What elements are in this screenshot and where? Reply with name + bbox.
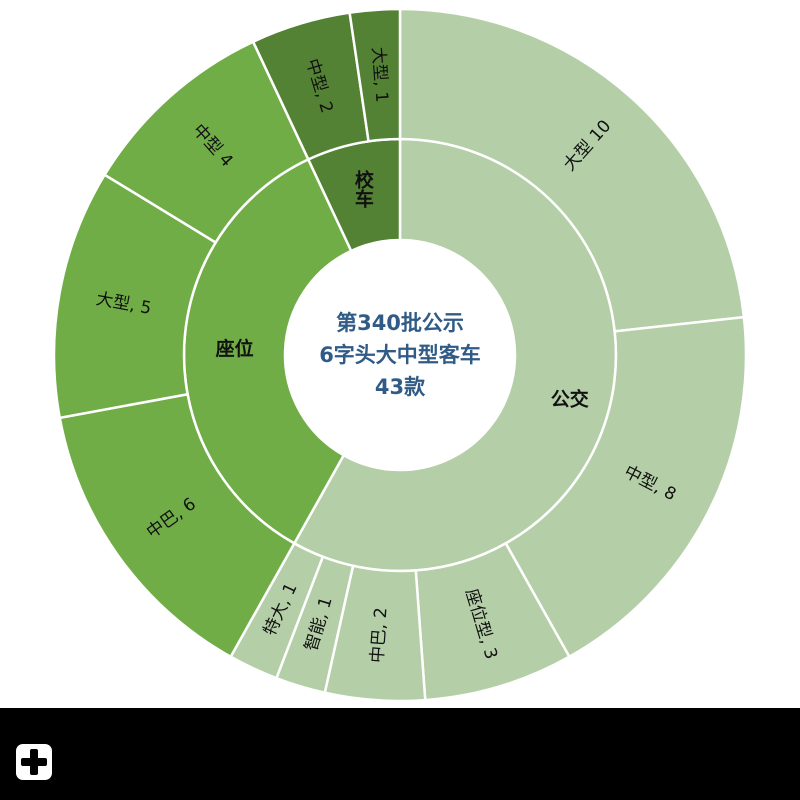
logo-en-text: TruckPlus CV studio [57,766,157,778]
sunburst-outer-label: 中巴, 2 [367,607,391,664]
footer-bar [0,708,800,800]
sunburst-inner-label: 座位 [216,337,254,360]
sunburst-inner-label: 校车 [352,168,374,208]
sunburst-outer-label: 大型, 1 [367,46,391,103]
logo-icon [16,744,52,780]
sunburst-outer-segment [504,315,748,659]
center-label-line: 6字头大中型客车 [319,343,481,367]
footer-title-line1: 工信部第340批新产品公示 [562,733,784,754]
logo-cn-text: 提加商用车 [57,744,158,766]
logo: 提加商用车 TruckPlus CV studio [16,744,157,780]
footer-title: 工信部第340批新产品公示 6字头M3类大中型客车使用性质分布 [481,730,784,786]
center-label-line: 43款 [375,375,426,399]
center-hole [286,241,514,469]
sunburst-inner-label: 公交 [551,387,589,410]
sunburst-outer-segment [348,7,402,143]
sunburst-outer-segment [398,7,746,333]
footer-title-line2: 6字头M3类大中型客车使用性质分布 [481,761,784,782]
center-label-line: 第340批公示 [336,311,464,335]
